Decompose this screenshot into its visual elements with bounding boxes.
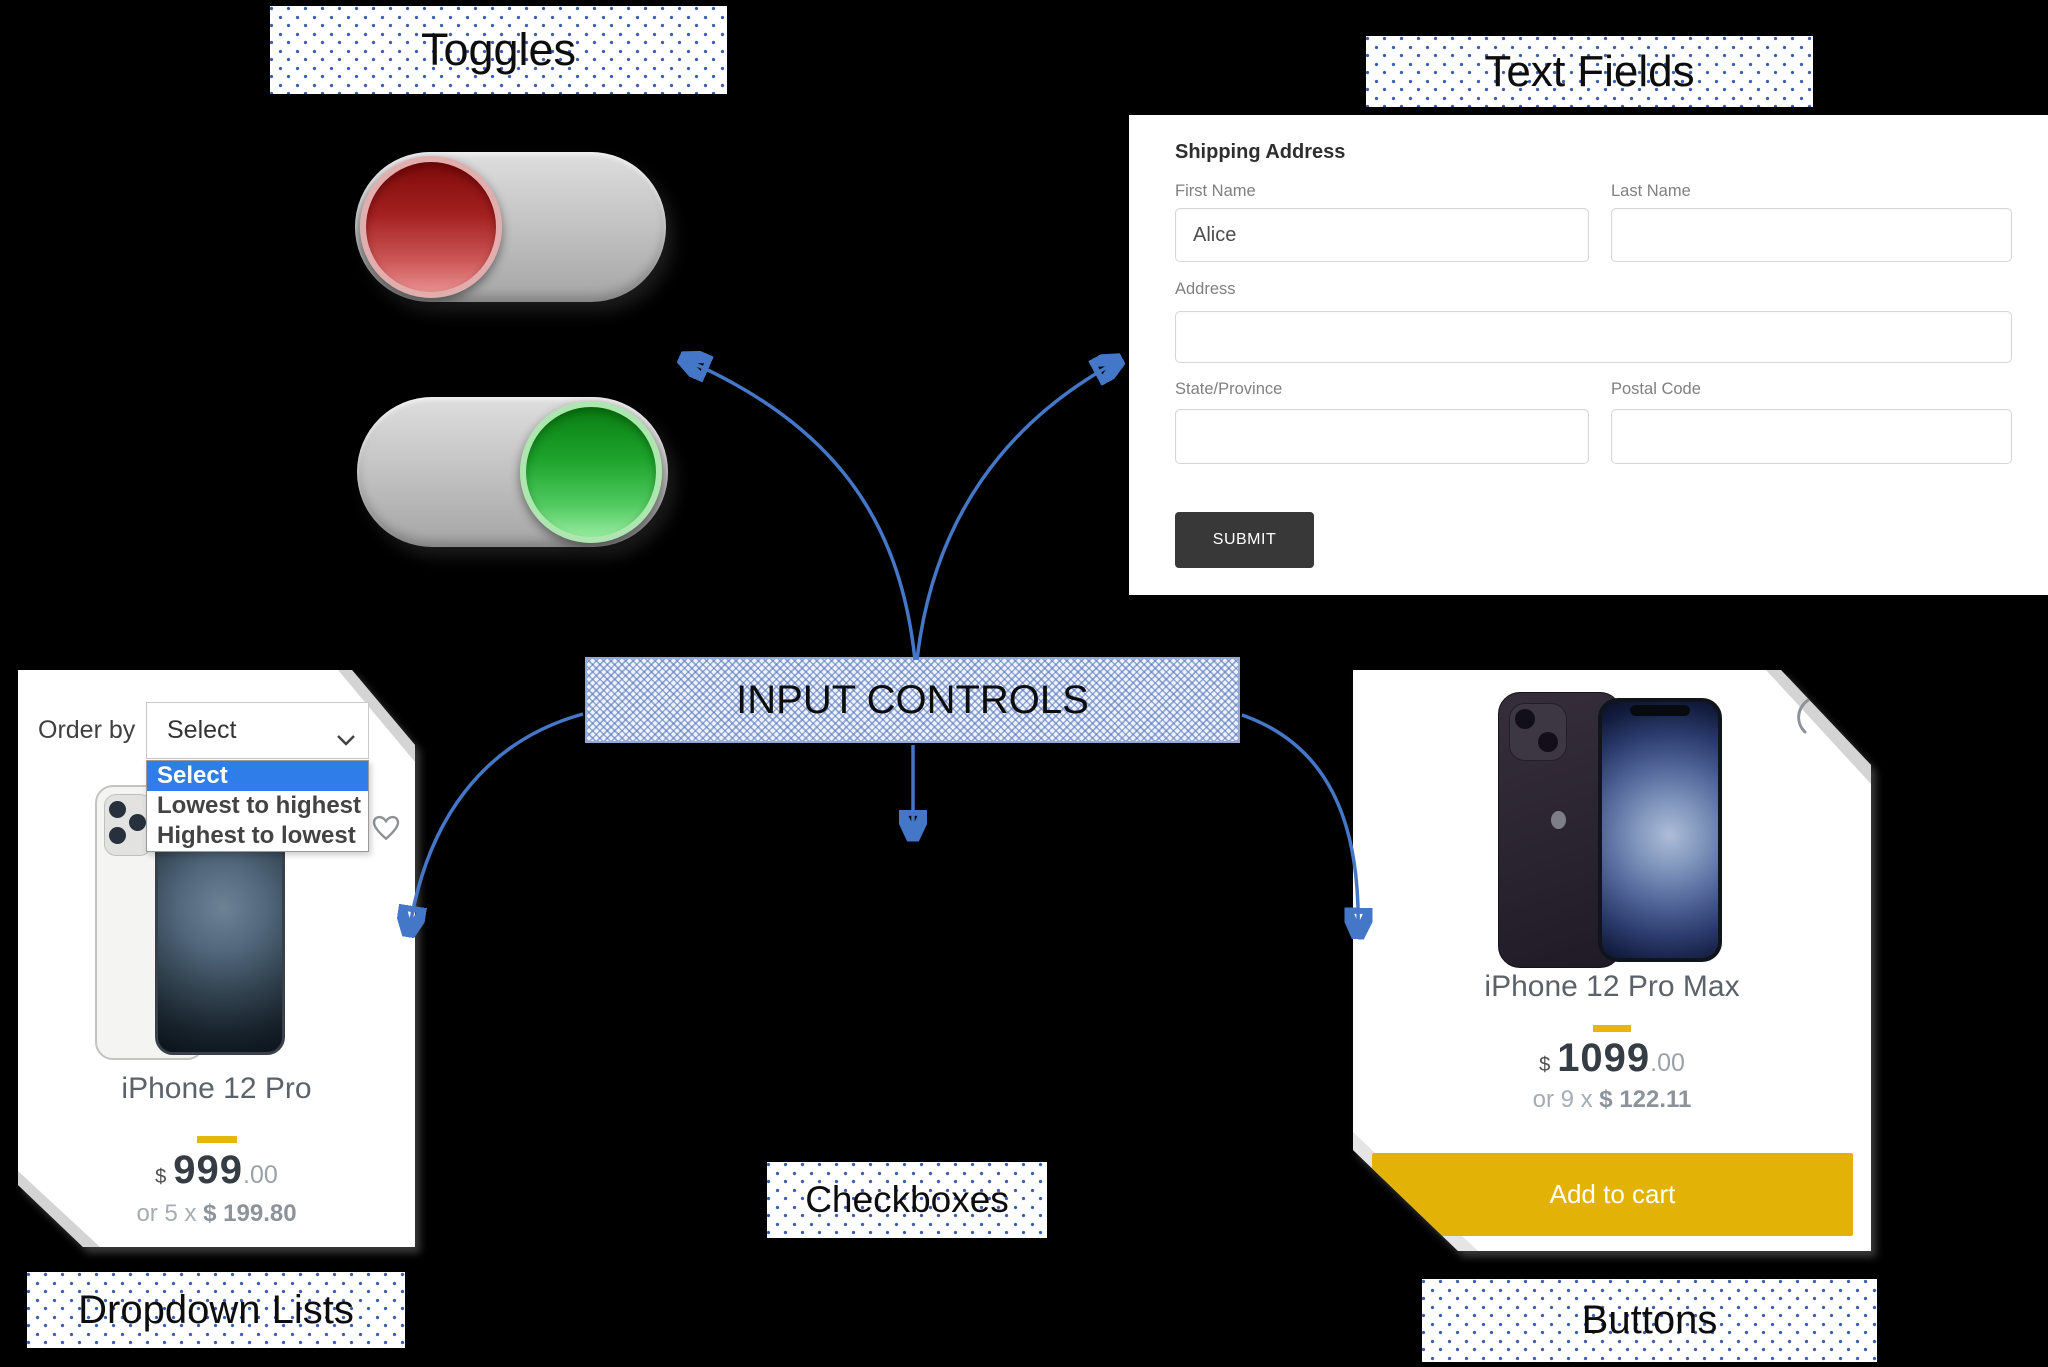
price: $1099.00 xyxy=(1353,1036,1871,1081)
option-highest-to-lowest[interactable]: Highest to lowest xyxy=(157,822,356,849)
installment-prefix: or 9 x xyxy=(1532,1086,1593,1113)
arrow-to-dropdown-lists xyxy=(409,712,584,932)
order-by-label: Order by xyxy=(38,716,136,744)
product-title: iPhone 12 Pro Max xyxy=(1484,970,1740,1003)
postal-code-label: Postal Code xyxy=(1611,380,1701,398)
camera-module-icon xyxy=(104,794,152,856)
camera-module-icon xyxy=(1509,703,1567,761)
order-by-select[interactable]: Select xyxy=(146,702,369,759)
price-fraction: .00 xyxy=(243,1161,278,1189)
price: $999.00 xyxy=(18,1148,415,1193)
first-name-label: First Name xyxy=(1175,182,1256,200)
state-province-label: State/Province xyxy=(1175,380,1283,398)
installment-line: or 5 x $ 199.80 xyxy=(18,1200,415,1228)
arrow-to-text-fields xyxy=(915,361,1118,661)
first-name-input[interactable]: Alice xyxy=(1175,208,1589,262)
price-whole: 999 xyxy=(173,1148,244,1192)
last-name-label: Last Name xyxy=(1611,182,1691,200)
last-name-input[interactable] xyxy=(1611,208,2012,262)
toggle-knob-green[interactable] xyxy=(520,401,662,543)
dropdown-product-card: Order by Select Select Lowest to highest… xyxy=(18,670,415,1247)
section-label-buttons: Buttons xyxy=(1422,1279,1877,1362)
partial-heart-icon xyxy=(1789,694,1817,741)
arrow-to-buttons xyxy=(1241,713,1358,934)
submit-button[interactable]: SUBMIT xyxy=(1175,512,1314,568)
installment-amount: $ 199.80 xyxy=(203,1200,297,1227)
first-name-value: Alice xyxy=(1193,223,1237,246)
select-current-value: Select xyxy=(167,716,237,744)
chevron-down-icon xyxy=(336,725,356,754)
buttons-product-card: iPhone 12 Pro Max $1099.00 or 9 x $ 122.… xyxy=(1353,670,1871,1251)
state-province-input[interactable] xyxy=(1175,409,1589,464)
accent-divider xyxy=(196,1136,237,1143)
product-title: iPhone 12 Pro xyxy=(121,1072,312,1105)
apple-logo-icon xyxy=(1551,811,1566,829)
postal-code-input[interactable] xyxy=(1611,409,2012,464)
toggle-switch-off[interactable] xyxy=(355,152,666,302)
currency-symbol: $ xyxy=(1539,1054,1551,1076)
installment-prefix: or 5 x xyxy=(136,1200,197,1227)
address-label: Address xyxy=(1175,280,1236,298)
heart-icon[interactable] xyxy=(370,812,402,849)
section-label-text-fields: Text Fields xyxy=(1366,36,1813,107)
phone-notch xyxy=(1630,705,1690,716)
order-by-option-list: Select Lowest to highest Highest to lowe… xyxy=(146,760,369,852)
section-label-dropdown-lists: Dropdown Lists xyxy=(27,1272,405,1348)
diagram-title: INPUT CONTROLS xyxy=(585,657,1240,743)
shipping-address-form: Shipping Address First Name Alice Last N… xyxy=(1129,115,2048,595)
arrow-to-toggles xyxy=(684,359,917,661)
toggle-knob-red[interactable] xyxy=(360,156,502,298)
price-whole: 1099 xyxy=(1557,1036,1651,1080)
currency-symbol: $ xyxy=(155,1166,167,1188)
toggle-switch-on[interactable] xyxy=(357,397,668,547)
installment-line: or 9 x $ 122.11 xyxy=(1353,1086,1871,1114)
product-image-iphone-12-front xyxy=(1598,698,1722,962)
section-label-toggles: Toggles xyxy=(270,6,727,94)
option-lowest-to-highest[interactable]: Lowest to highest xyxy=(157,792,361,819)
price-fraction: .00 xyxy=(1650,1049,1685,1077)
form-heading: Shipping Address xyxy=(1175,141,1346,163)
add-to-cart-button[interactable]: Add to cart xyxy=(1372,1153,1853,1236)
option-select[interactable]: Select xyxy=(147,761,368,791)
installment-amount: $ 122.11 xyxy=(1599,1086,1692,1113)
address-input[interactable] xyxy=(1175,311,2012,363)
accent-divider xyxy=(1593,1025,1631,1032)
section-label-checkboxes: Checkboxes xyxy=(767,1162,1047,1238)
